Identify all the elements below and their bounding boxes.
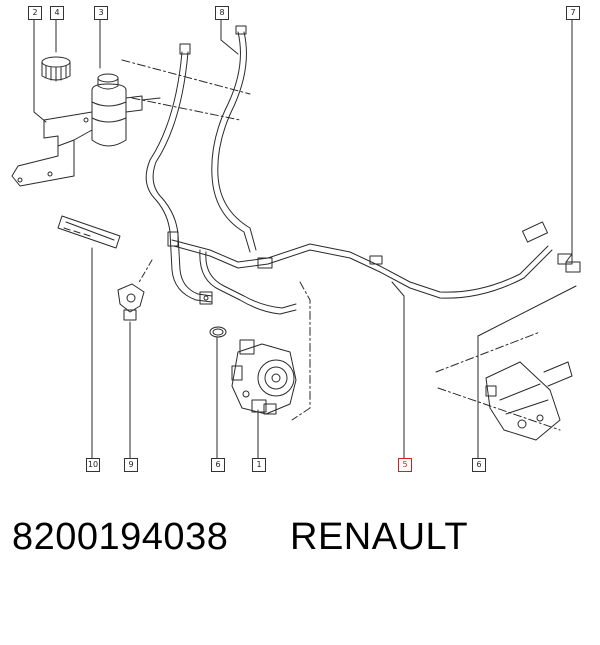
- callout-6-right: 6: [472, 458, 486, 472]
- return-hose: [145, 25, 257, 303]
- part-caption: 8200194038 RENAULT: [0, 516, 600, 566]
- part-number: 8200194038: [12, 516, 229, 558]
- brand-name: RENAULT: [290, 516, 469, 558]
- callout-8: 8: [215, 6, 229, 20]
- leader-lines-top: [33, 17, 573, 263]
- callout-1: 1: [252, 458, 266, 472]
- reservoir-cap: [41, 56, 71, 82]
- diagram-drawing: [11, 17, 581, 459]
- o-ring: [209, 326, 227, 338]
- callout-9: 9: [124, 458, 138, 472]
- callout-7: 7: [566, 6, 580, 20]
- callout-3: 3: [94, 6, 108, 20]
- hose-clip: [57, 215, 121, 249]
- pressure-hose: [171, 221, 581, 315]
- steering-rack: [485, 361, 573, 441]
- reservoir: [91, 73, 161, 147]
- parts-diagram: 2 4 3 8 7 10 9 6 1 5 6: [11, 6, 581, 472]
- hose-fittings: [167, 231, 213, 305]
- reservoir-bracket: [11, 111, 93, 187]
- steering-pump: [231, 339, 297, 415]
- callout-6: 6: [211, 458, 225, 472]
- callout-10: 10: [86, 458, 100, 472]
- callout-4: 4: [50, 6, 64, 20]
- callout-5-highlighted: 5: [398, 458, 412, 472]
- leader-lines-bottom: [91, 247, 577, 459]
- callout-2: 2: [28, 6, 42, 20]
- connector: [117, 259, 153, 321]
